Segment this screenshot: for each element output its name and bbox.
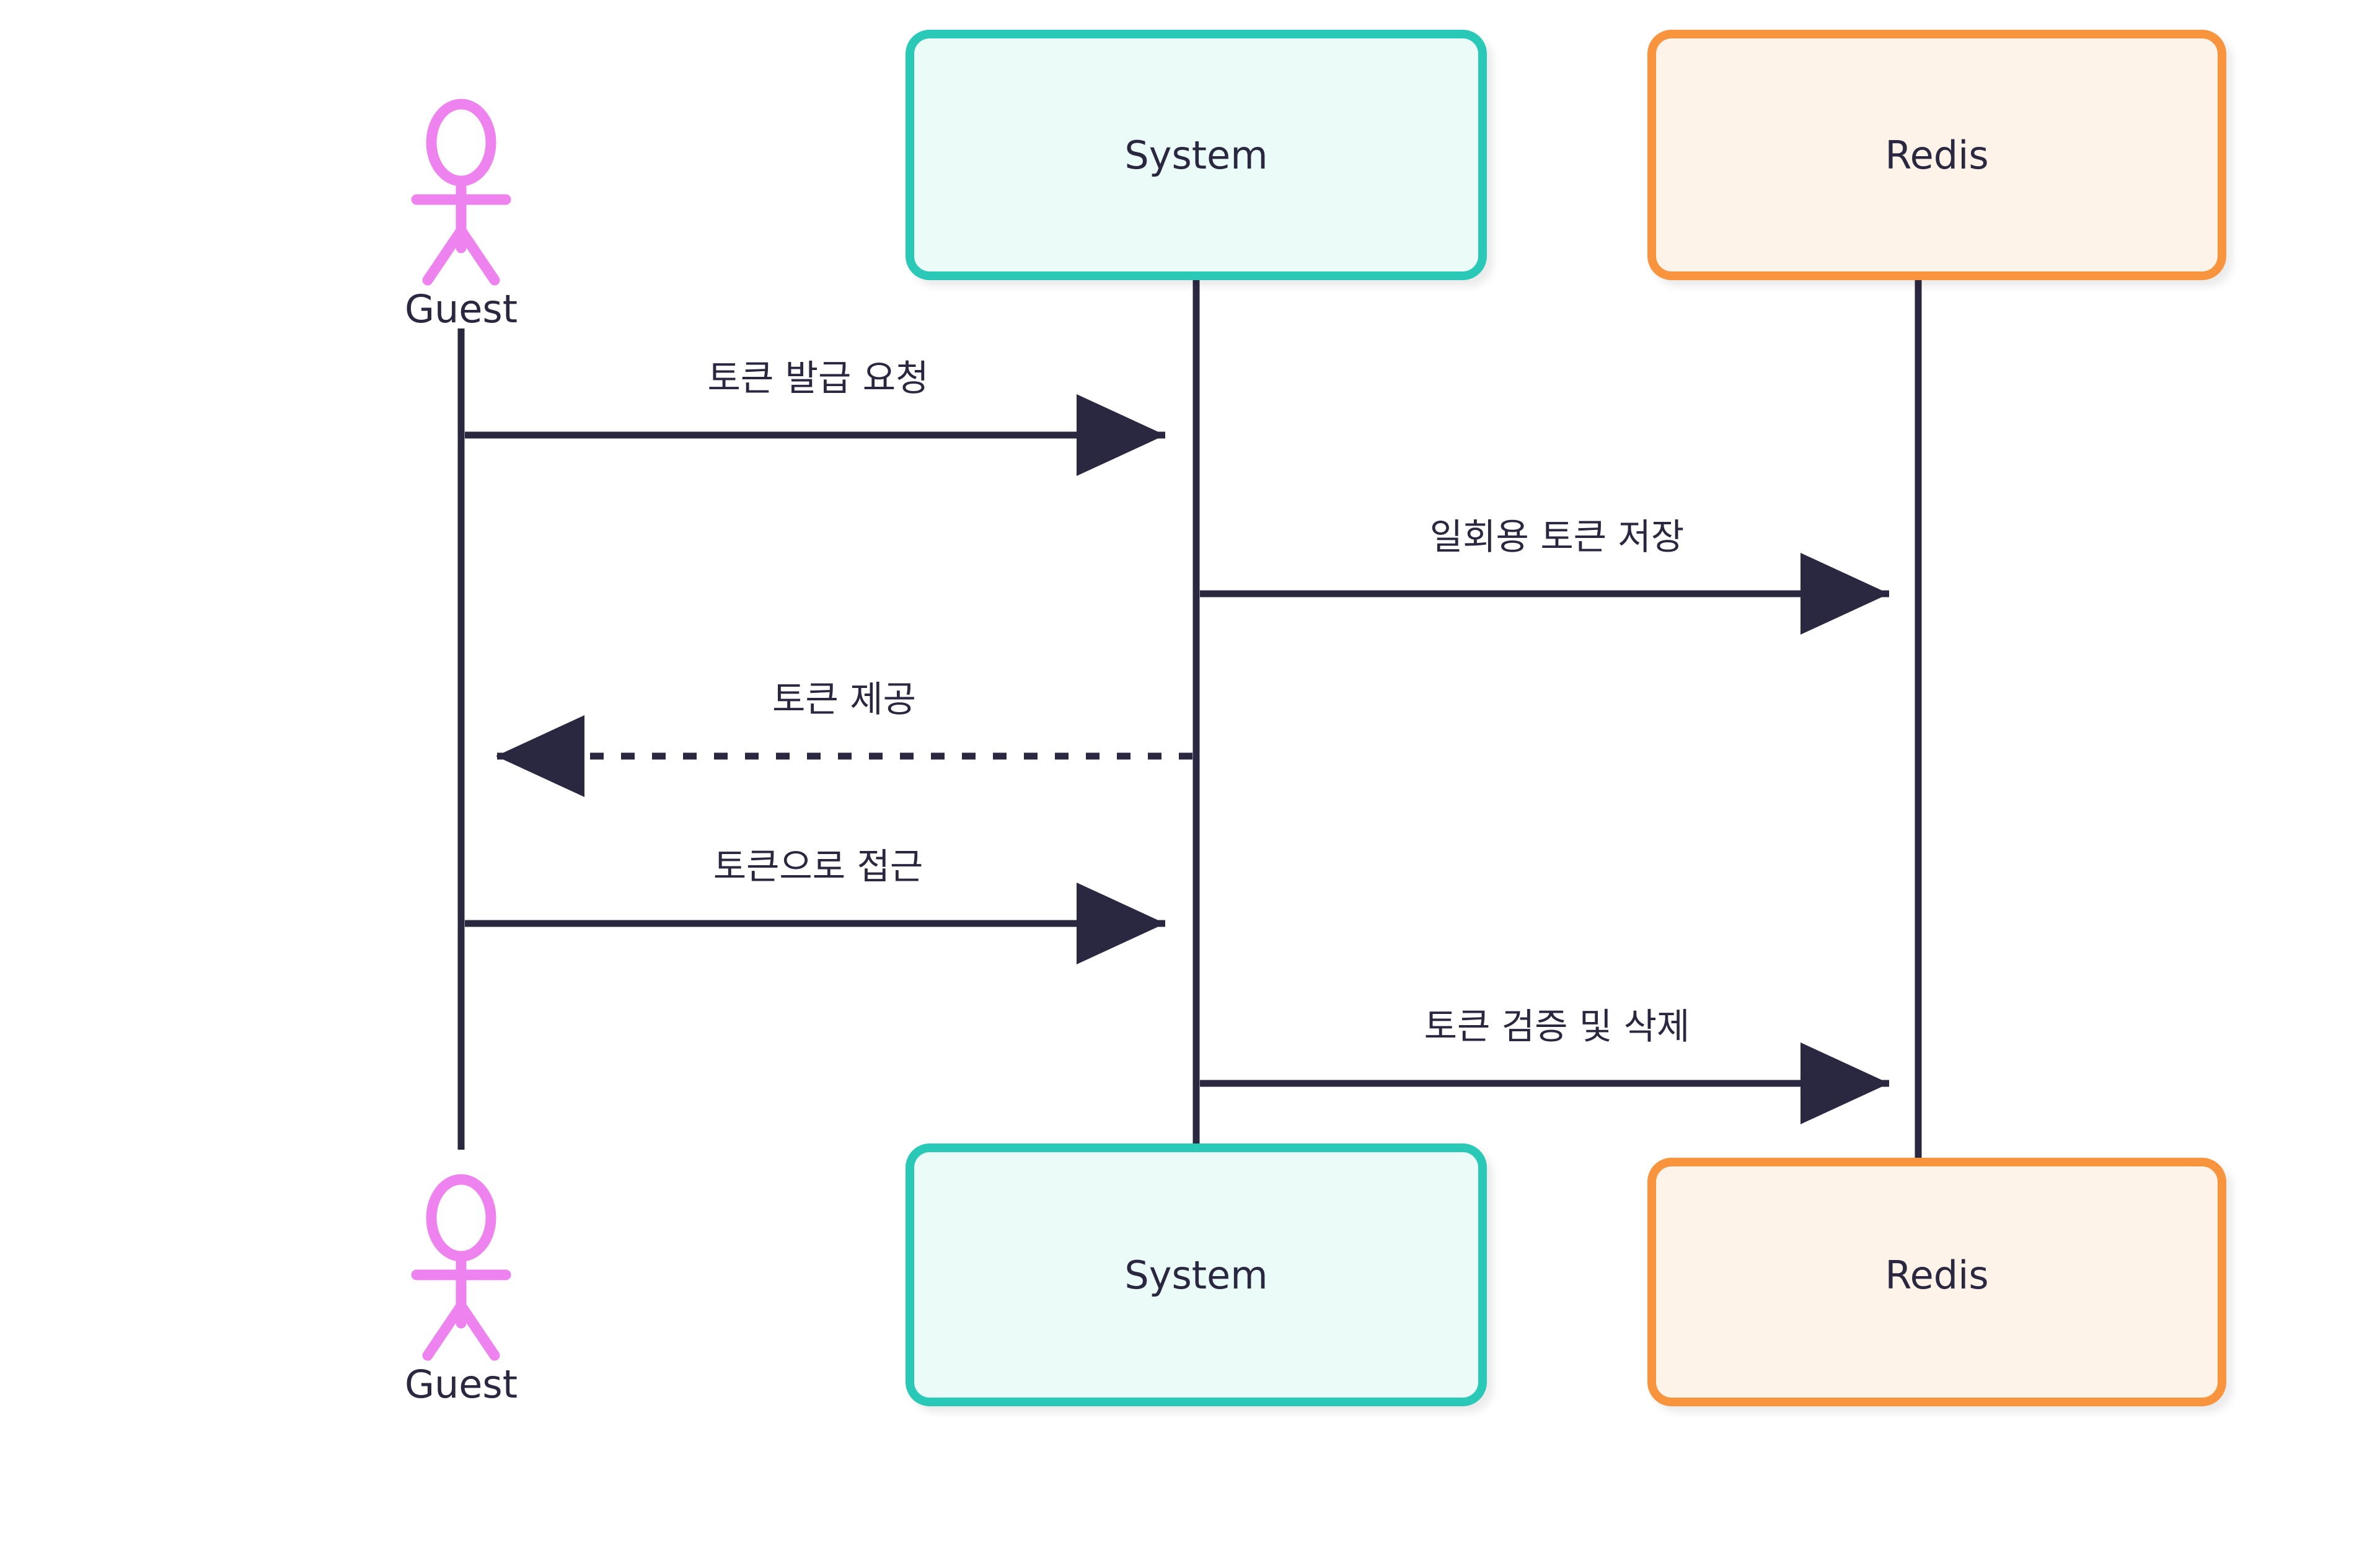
actor-label-guest-bottom: Guest [405,1362,518,1407]
participant-headers-bottom: Guest System Redis [405,1143,2226,1407]
participant-box-redis-top[interactable]: Redis [1647,30,2226,280]
participant-label-redis-top: Redis [1885,133,1988,178]
participant-headers-top: Guest System Redis [405,30,2226,332]
participant-box-redis-top-rect [1647,30,2226,280]
participant-box-system-bottom[interactable]: System [906,1143,1487,1406]
message-2-store-one-time-token[interactable]: 일회용 토큰 저장 [1200,516,1889,635]
lifelines-group [457,276,1922,1165]
message-label-3: 토큰 제공 [772,678,916,720]
message-label-4: 토큰으로 접근 [713,845,923,888]
participant-box-redis-bottom-rect [1647,1158,2226,1406]
message-4-access-with-token[interactable]: 토큰으로 접근 [465,845,1165,964]
participant-label-system-top: System [1124,133,1267,178]
message-label-5: 토큰 검증 및 삭제 [1424,1005,1690,1047]
actor-guest-bottom[interactable]: Guest [405,1174,518,1407]
actor-guest-top[interactable]: Guest [405,99,518,332]
participant-label-redis-bottom: Redis [1885,1253,1988,1298]
messages-group: 토큰 발급 요청 일회용 토큰 저장 토큰 제공 토큰으로 접근 토큰 검증 및… [465,357,1889,1124]
actor-stick-figure-icon [411,1174,511,1361]
participant-label-system-bottom: System [1124,1253,1267,1298]
participant-box-system-top[interactable]: System [906,30,1487,280]
participant-box-system-bottom-rect [906,1143,1487,1406]
participant-box-redis-bottom[interactable]: Redis [1647,1158,2226,1406]
message-3-provide-token[interactable]: 토큰 제공 [496,678,1192,797]
participant-box-system-top-rect [906,30,1487,280]
message-label-2: 일회용 토큰 저장 [1430,516,1684,558]
actor-label-guest-top: Guest [405,286,518,332]
message-5-verify-and-delete-token[interactable]: 토큰 검증 및 삭제 [1200,1005,1889,1124]
message-label-1: 토큰 발급 요청 [707,357,928,399]
actor-stick-figure-icon [411,99,511,286]
message-1-token-issue-request[interactable]: 토큰 발급 요청 [465,357,1165,476]
